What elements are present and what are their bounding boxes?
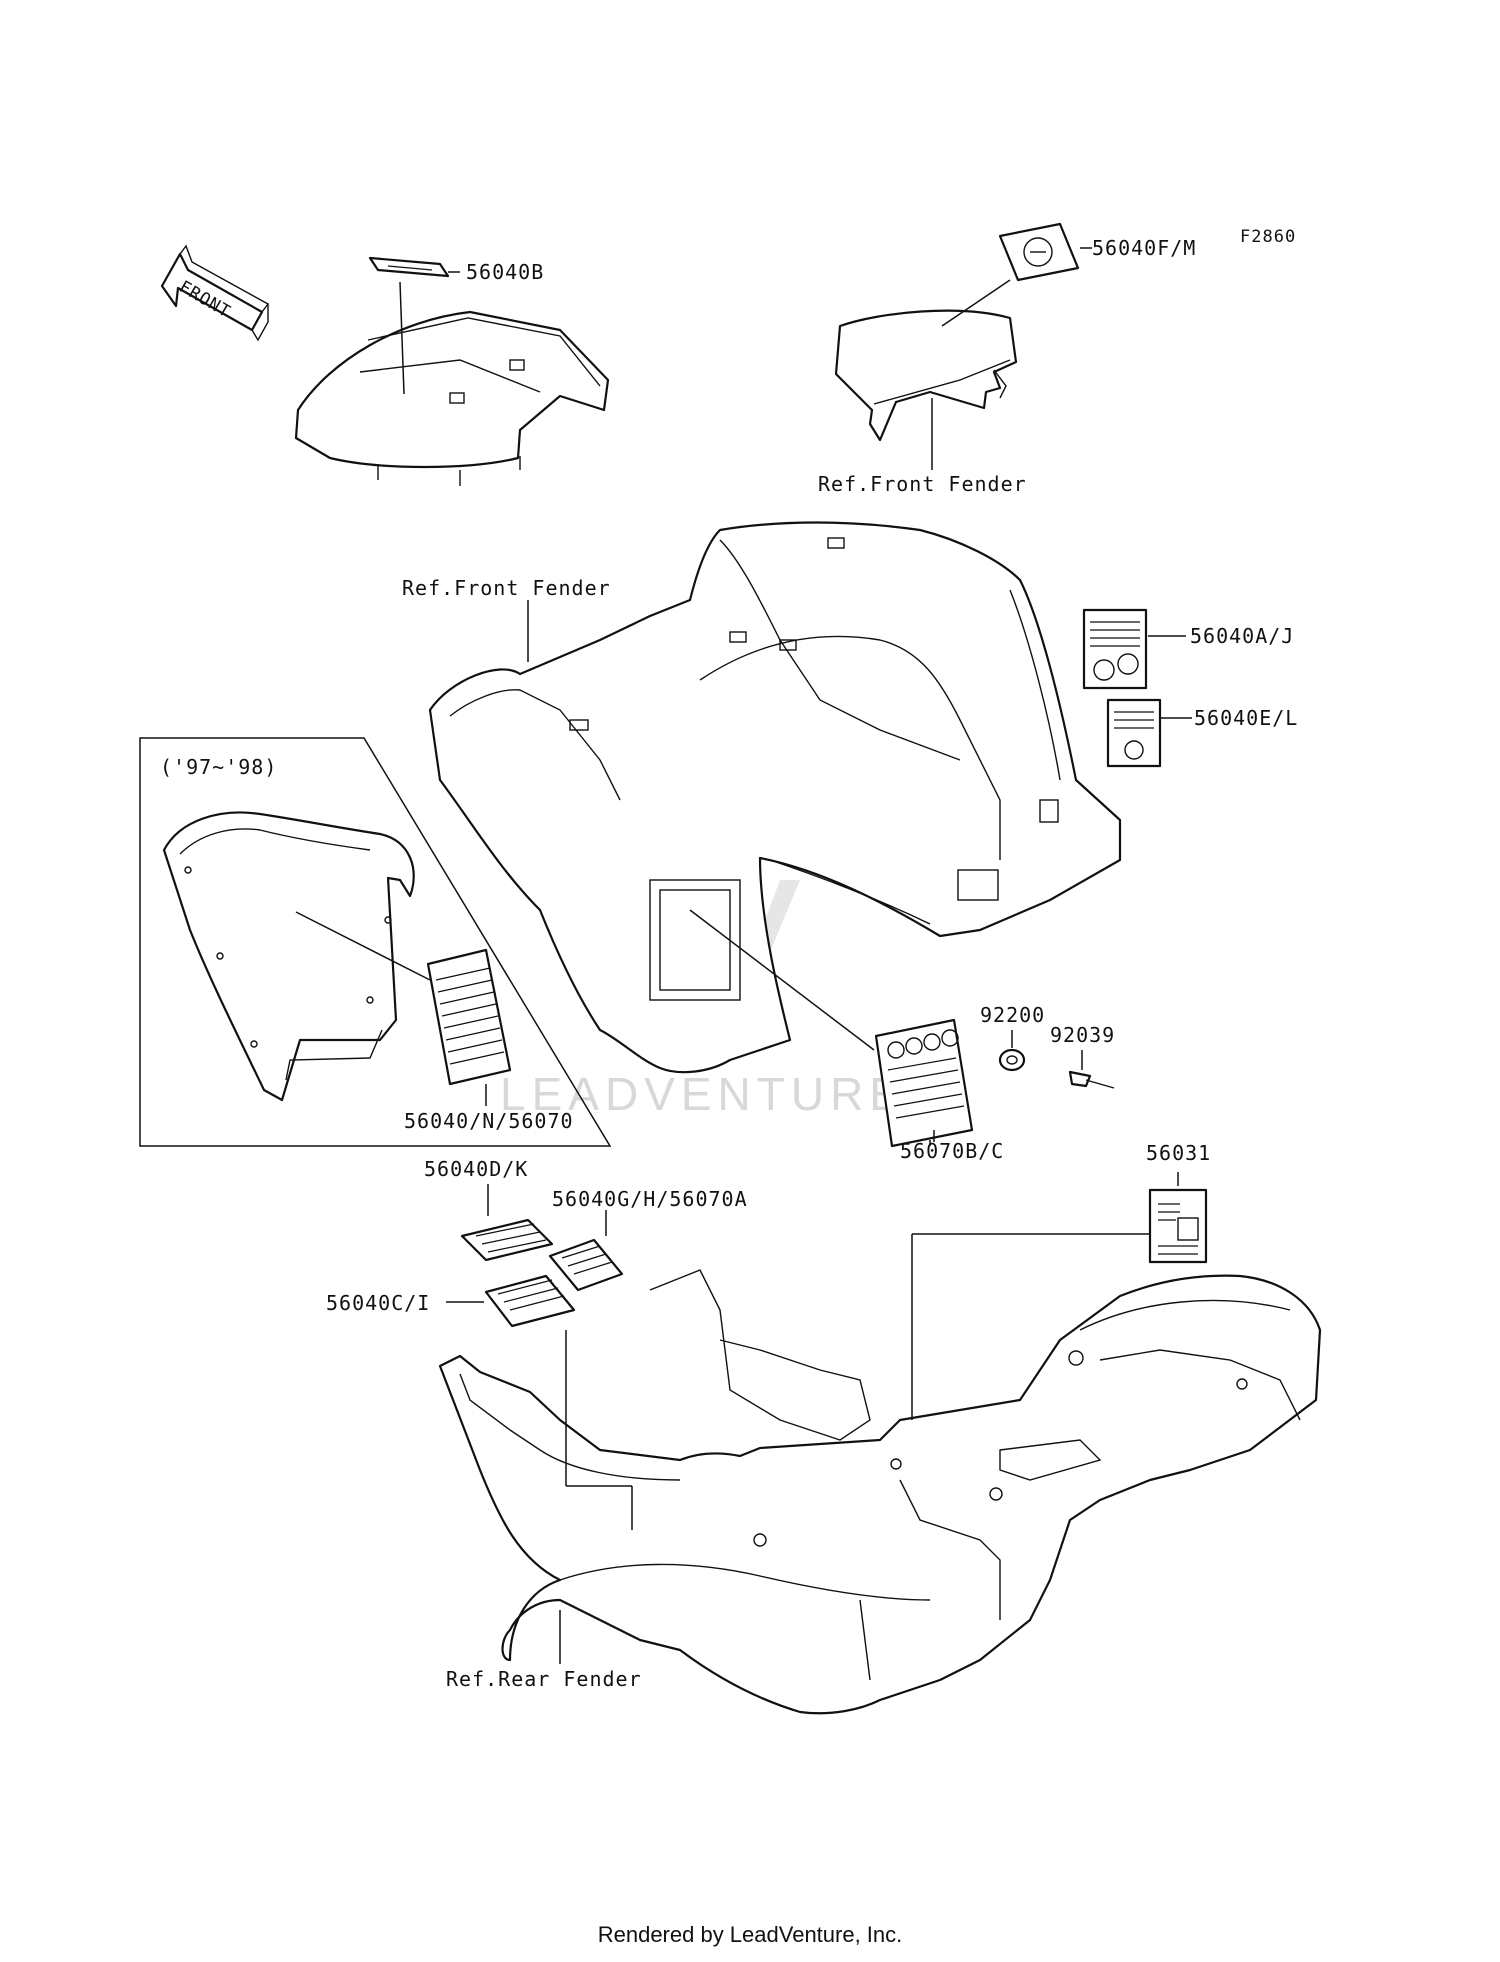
callout-56040dk: 56040D/K bbox=[424, 1157, 528, 1181]
inset-97-98: ('97~'98) bbox=[139, 737, 612, 1147]
washer-92200: 92200 bbox=[980, 1003, 1045, 1072]
callout-56040gh56070a: 56040G/H/56070A bbox=[552, 1187, 748, 1211]
callout-56040fm: 56040F/M bbox=[1092, 236, 1196, 260]
callout-56040el: 56040E/L bbox=[1194, 706, 1298, 730]
decal-56040b: 56040B bbox=[368, 256, 544, 395]
callout-56040aj: 56040A/J bbox=[1190, 624, 1294, 648]
sticker-56031: 56031 bbox=[911, 1141, 1211, 1420]
rivet-92039: 92039 bbox=[1050, 1023, 1115, 1089]
front-arrow-icon: FRONT bbox=[160, 244, 270, 342]
front-cover-panel bbox=[294, 310, 610, 486]
decal-56040fm: 56040F/M bbox=[941, 222, 1196, 327]
watermark-text: LEADVENTURE bbox=[500, 1068, 906, 1120]
footer-credit: Rendered by LeadVenture, Inc. bbox=[597, 1922, 903, 1947]
callout-56040ci: 56040C/I bbox=[326, 1291, 430, 1315]
decal-56070bc: 56070B/C bbox=[689, 909, 1004, 1163]
front-fender-body bbox=[428, 521, 1122, 1074]
decal-56040el: 56040E/L bbox=[1106, 698, 1298, 768]
decal-56040aj: 56040A/J bbox=[1082, 608, 1294, 690]
callout-56031: 56031 bbox=[1146, 1141, 1211, 1165]
callout-92039: 92039 bbox=[1050, 1023, 1115, 1047]
callout-ref-front-fender-main: Ref.Front Fender bbox=[402, 576, 611, 600]
decal-56040n56070: 56040/N/56070 bbox=[295, 911, 574, 1133]
storage-lid bbox=[834, 309, 1018, 442]
rear-fender-body bbox=[438, 1269, 1322, 1715]
decal-56040dk: 56040D/K bbox=[424, 1157, 554, 1262]
callout-56040n56070: 56040/N/56070 bbox=[404, 1109, 574, 1133]
callout-56040b: 56040B bbox=[466, 260, 544, 284]
callout-56070bc: 56070B/C bbox=[900, 1139, 1004, 1163]
callout-92200: 92200 bbox=[980, 1003, 1045, 1027]
diagram-id: F2860 bbox=[1240, 227, 1296, 247]
decal-56040gh56070a: 56040G/H/56070A bbox=[548, 1187, 748, 1292]
decal-56040ci: 56040C/I bbox=[326, 1274, 576, 1328]
callout-ref-rear-fender: Ref.Rear Fender bbox=[446, 1667, 642, 1691]
inset-label: ('97~'98) bbox=[160, 755, 277, 779]
callout-ref-front-fender-lid: Ref.Front Fender bbox=[818, 472, 1027, 496]
